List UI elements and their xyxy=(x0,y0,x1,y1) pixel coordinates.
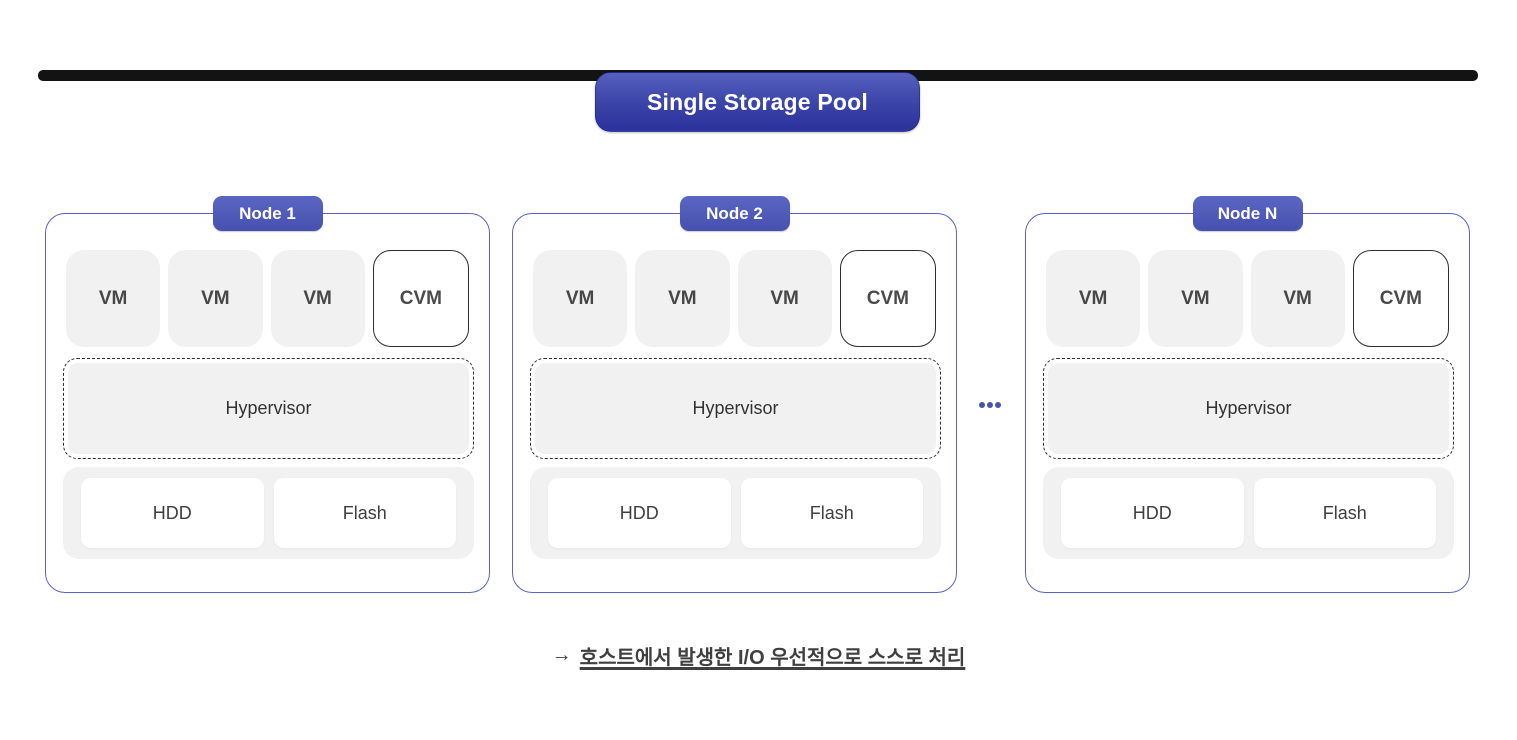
dot xyxy=(987,402,993,408)
node-2-vm-row: VM VM VM CVM xyxy=(513,250,956,347)
cvm-label: CVM xyxy=(866,287,909,309)
single-storage-pool-label: Single Storage Pool xyxy=(646,88,869,115)
vm-box: VM xyxy=(1046,250,1141,347)
hdd-box: HDD xyxy=(81,478,264,548)
vm-label: VM xyxy=(1181,287,1210,309)
dot xyxy=(979,402,985,408)
cvm-box: CVM xyxy=(839,250,936,347)
cvm-label: CVM xyxy=(1379,287,1422,309)
node-1-storage-tray: HDD Flash xyxy=(63,467,474,559)
node-2: Node 2 VM VM VM CVM Hypervisor HDD Flash xyxy=(512,196,957,593)
caption-text: 호스트에서 발생한 I/O 우선적으로 스스로 처리 xyxy=(579,646,966,669)
vm-box: VM xyxy=(66,250,161,347)
hypervisor-label: Hypervisor xyxy=(692,398,779,418)
flash-box: Flash xyxy=(1253,478,1436,548)
flash-box: Flash xyxy=(740,478,923,548)
node-1: Node 1 VM VM VM CVM Hypervisor HDD Flash xyxy=(45,196,490,593)
vm-box: VM xyxy=(737,250,832,347)
hdd-label: HDD xyxy=(619,502,659,523)
vm-label: VM xyxy=(565,287,595,309)
node-n-label: Node N xyxy=(1217,203,1278,223)
vm-box: VM xyxy=(1148,250,1243,347)
node-n-storage-tray: HDD Flash xyxy=(1043,467,1454,559)
hypervisor-label: Hypervisor xyxy=(225,398,312,418)
node-1-hypervisor-dashed-outline: Hypervisor xyxy=(63,358,474,459)
vm-box: VM xyxy=(635,250,730,347)
vm-box: VM xyxy=(533,250,628,347)
node-n-hypervisor-dashed-outline: Hypervisor xyxy=(1043,358,1454,459)
node-1-label: Node 1 xyxy=(239,203,296,223)
hdd-label: HDD xyxy=(1132,502,1172,523)
node-2-hypervisor-dashed-outline: Hypervisor xyxy=(530,358,941,459)
bottom-caption: → 호스트에서 발생한 I/O 우선적으로 스스로 처리 xyxy=(0,640,1517,670)
vm-label: VM xyxy=(770,287,799,309)
hdd-label: HDD xyxy=(152,502,192,523)
hdd-box: HDD xyxy=(548,478,731,548)
node-2-label: Node 2 xyxy=(706,203,763,223)
hypervisor-box: Hypervisor xyxy=(68,363,469,454)
vm-box: VM xyxy=(270,250,365,347)
node-2-storage-tray: HDD Flash xyxy=(530,467,941,559)
hdd-box: HDD xyxy=(1061,478,1244,548)
single-storage-pool-pill: Single Storage Pool xyxy=(595,72,920,132)
vm-box: VM xyxy=(1250,250,1345,347)
cvm-box: CVM xyxy=(372,250,469,347)
hypervisor-box: Hypervisor xyxy=(1048,363,1449,454)
flash-label: Flash xyxy=(1322,502,1367,523)
node-n-label-pill: Node N xyxy=(1192,196,1303,231)
flash-label: Flash xyxy=(342,502,387,523)
vm-label: VM xyxy=(1078,287,1108,309)
node-2-label-pill: Node 2 xyxy=(679,196,790,231)
hypervisor-label: Hypervisor xyxy=(1205,398,1292,418)
vm-label: VM xyxy=(668,287,697,309)
vm-label: VM xyxy=(1283,287,1312,309)
vm-box: VM xyxy=(168,250,263,347)
dot xyxy=(995,402,1001,408)
cvm-box: CVM xyxy=(1352,250,1449,347)
node-n: Node N VM VM VM CVM Hypervisor HDD Flash xyxy=(1025,196,1470,593)
node-1-label-pill: Node 1 xyxy=(212,196,323,231)
hypervisor-box: Hypervisor xyxy=(535,363,936,454)
node-n-vm-row: VM VM VM CVM xyxy=(1026,250,1469,347)
more-nodes-ellipsis xyxy=(979,402,1001,408)
vm-label: VM xyxy=(303,287,332,309)
flash-label: Flash xyxy=(809,502,854,523)
flash-box: Flash xyxy=(273,478,456,548)
vm-label: VM xyxy=(98,287,128,309)
node-1-vm-row: VM VM VM CVM xyxy=(46,250,489,347)
vm-label: VM xyxy=(201,287,230,309)
arrow-icon: → xyxy=(551,643,572,666)
cvm-label: CVM xyxy=(399,287,442,309)
